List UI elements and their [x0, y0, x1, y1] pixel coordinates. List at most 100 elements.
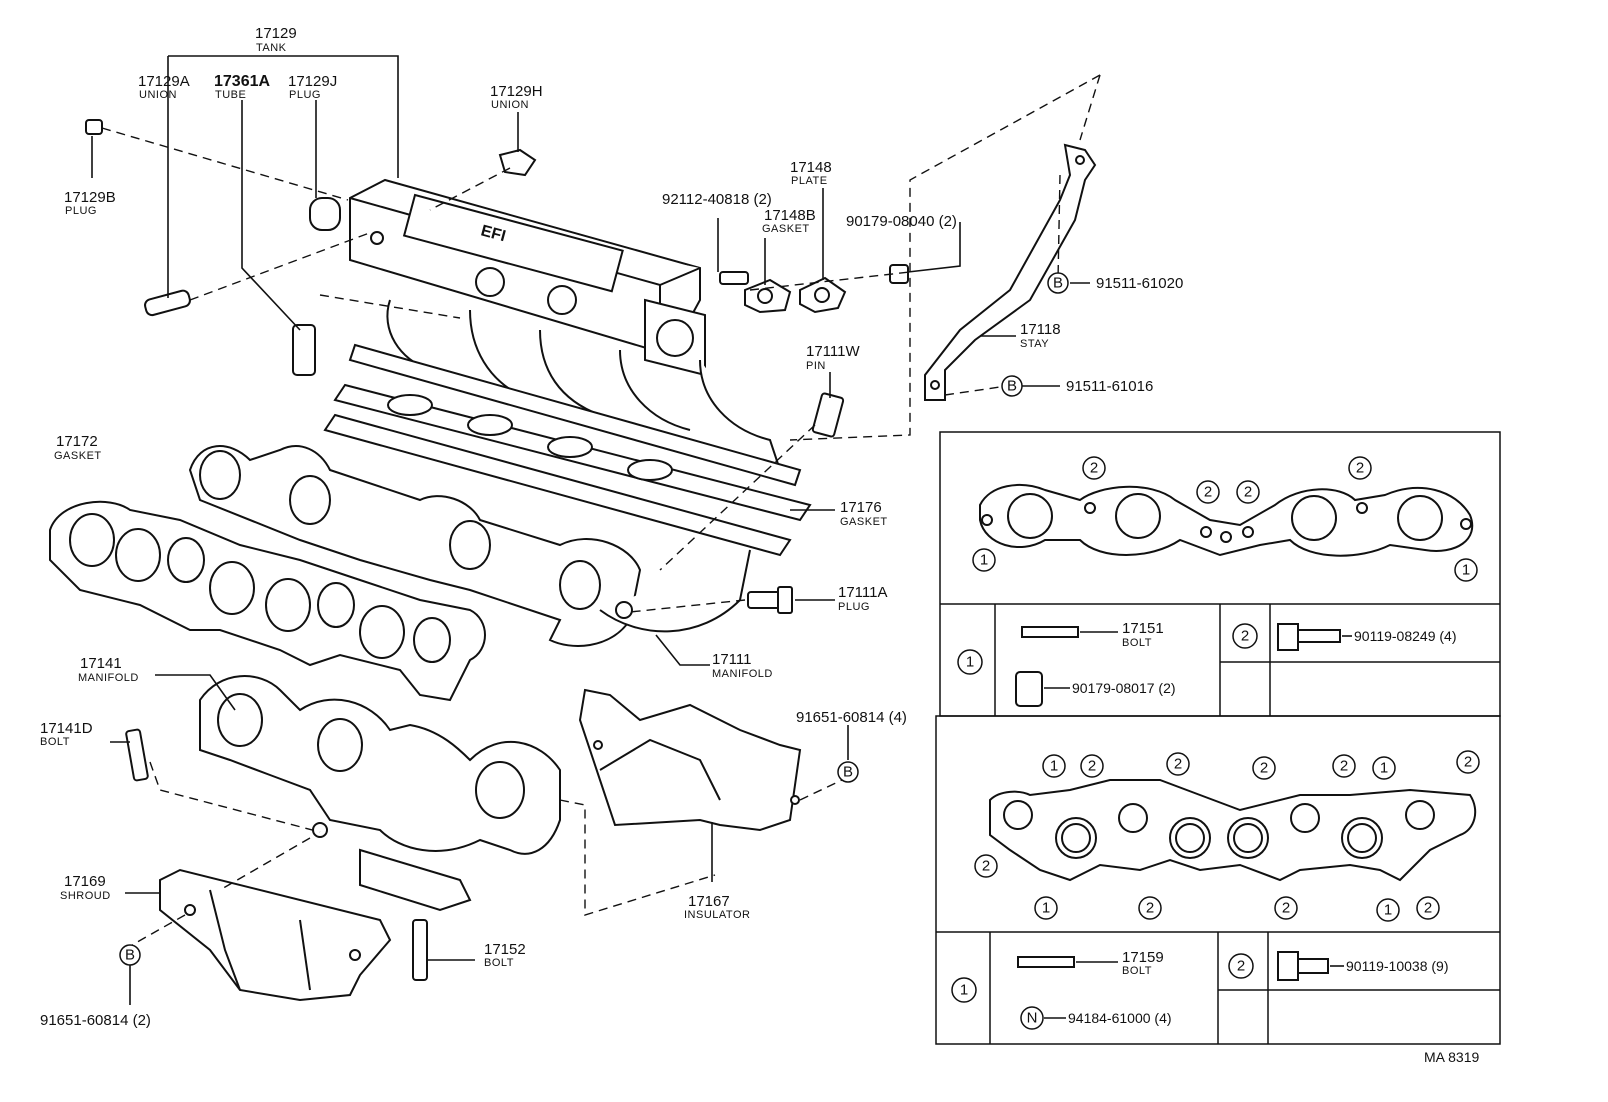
legend-washer-94184-61000: 94184-61000 (4): [1068, 1010, 1172, 1026]
circle-n-marker: [1020, 1006, 1044, 1030]
marker-2: 2: [1088, 758, 1096, 775]
marker-2: 2: [1090, 460, 1098, 477]
marker-1: 1: [1384, 902, 1392, 919]
label-17148b-number: 17148B: [764, 207, 816, 224]
label-17129b-name: PLUG: [65, 205, 97, 217]
label-17111w-name: PIN: [806, 360, 826, 372]
label-91651-60814-4-number: 91651-60814 (4): [796, 709, 907, 726]
efi-logo-text: EFI: [479, 222, 507, 245]
label-17129j-name: PLUG: [289, 89, 321, 101]
label-17141d-number: 17141D: [40, 720, 93, 737]
label-17167-number: 17167: [688, 893, 730, 910]
label-17111a-name: PLUG: [838, 601, 870, 613]
circle-b-marker: [1001, 375, 1023, 397]
label-17141d-name: BOLT: [40, 736, 70, 748]
manifold-17141-drawing: [199, 675, 561, 912]
label-17129a-name: UNION: [139, 89, 177, 101]
label-17129-number: 17129: [255, 25, 297, 42]
marker-2: 2: [1244, 484, 1252, 501]
label-17111-name: MANIFOLD: [712, 668, 773, 680]
circle-b-marker: [1047, 272, 1069, 294]
label-90179-08040-number: 90179-08040 (2): [846, 213, 957, 230]
label-17141-name: MANIFOLD: [78, 672, 139, 684]
label-17361a-number: 17361A: [214, 73, 270, 90]
circle-n-94184: N: [1027, 1010, 1038, 1027]
label-17118-number: 17118: [1020, 321, 1061, 338]
label-17176-name: GASKET: [840, 516, 888, 528]
marker-2: 2: [1174, 756, 1182, 773]
label-17118-name: STAY: [1020, 338, 1049, 350]
legend-bolt-17159-name: BOLT: [1122, 965, 1152, 977]
label-17141-number: 17141: [80, 655, 122, 672]
label-17129-name: TANK: [256, 42, 287, 54]
label-17361a-name: TUBE: [215, 89, 246, 101]
marker-1: 1: [1380, 760, 1388, 777]
legend-bolt-17159-number: 17159: [1122, 949, 1164, 966]
label-17129j-number: 17129J: [288, 73, 337, 90]
insulator-17167-drawing: [578, 688, 802, 832]
label-17152-number: 17152: [484, 941, 526, 958]
marker-2: 2: [1282, 900, 1290, 917]
label-17148-number: 17148: [790, 159, 832, 176]
label-17169-number: 17169: [64, 873, 106, 890]
legend-nut-90179-08017: 90179-08017 (2): [1072, 680, 1176, 696]
label-17148b-name: GASKET: [762, 223, 810, 235]
label-17172-number: 17172: [56, 433, 98, 450]
bolt-17151-icon: [1021, 626, 1079, 638]
label-17167-name: INSULATOR: [684, 909, 750, 921]
label-17111w-number: 17111W: [806, 343, 860, 360]
bolt-90119-10038-icon: [1277, 951, 1299, 981]
label-17129b-number: 17129B: [64, 189, 116, 206]
legend-bolt-90119-10038: 90119-10038 (9): [1346, 958, 1448, 974]
legend-bottom-marker-2: 2: [1237, 958, 1245, 975]
label-17129h-name: UNION: [491, 99, 529, 111]
label-17169-name: SHROUD: [60, 890, 111, 902]
legend-bolt-17151-number: 17151: [1122, 620, 1164, 637]
label-91511-61016-number: 91511-61016: [1066, 378, 1153, 395]
label-91651-60814-2-number: 91651-60814 (2): [40, 1012, 151, 1029]
label-17129h-number: 17129H: [490, 83, 543, 100]
circle-b-91651-60814-2: B: [125, 947, 135, 964]
legend-bolt-17151-name: BOLT: [1122, 637, 1152, 649]
circle-b-91511-61016: B: [1007, 378, 1017, 395]
legend-top: 2 2 2 2 1 1 1 17151 BOLT 90179-08017 (2)…: [939, 431, 1501, 717]
label-91511-61020-number: 91511-61020: [1096, 275, 1183, 292]
marker-2: 2: [1204, 484, 1212, 501]
label-17152-name: BOLT: [484, 957, 514, 969]
drawing-code: MA 8319: [1424, 1049, 1479, 1065]
shroud-17169-drawing: [159, 868, 392, 1002]
marker-2: 2: [1340, 758, 1348, 775]
gasket-17172-drawing: [49, 500, 486, 702]
circle-b-91651-60814-4: B: [843, 764, 853, 781]
label-17111-number: 17111: [712, 651, 752, 668]
label-17172-name: GASKET: [54, 450, 102, 462]
intake-tank-drawing: EFI: [348, 178, 802, 487]
marker-2: 2: [982, 858, 990, 875]
label-17176-number: 17176: [840, 499, 882, 516]
nut-90179-icon: [1015, 671, 1043, 707]
leader-lines: [91, 55, 1101, 1005]
circle-b-marker: [119, 944, 141, 966]
legend-bottom-marker-1: 1: [960, 982, 968, 999]
bolt-90119-08249-icon: [1277, 623, 1299, 651]
marker-2: 2: [1356, 460, 1364, 477]
legend-top-marker-2: 2: [1241, 628, 1249, 645]
marker-2: 2: [1424, 900, 1432, 917]
label-17148-name: PLATE: [791, 175, 828, 187]
legend-bottom: 1 2 2 2 2 1 2 2 1 2 2 1 2 1 17159 BOLT N…: [935, 715, 1501, 1045]
marker-1: 1: [1042, 900, 1050, 917]
bolt-17159-icon: [1017, 956, 1075, 968]
marker-2: 2: [1260, 760, 1268, 777]
gasket-17176-drawing: [323, 383, 812, 557]
marker-1: 1: [1050, 758, 1058, 775]
marker-1: 1: [980, 552, 988, 569]
circle-b-marker: [837, 761, 859, 783]
label-17129a-number: 17129A: [138, 73, 190, 90]
marker-2: 2: [1464, 754, 1472, 771]
marker-1: 1: [1462, 562, 1470, 579]
label-17111a-number: 17111A: [838, 584, 888, 601]
marker-2: 2: [1146, 900, 1154, 917]
circle-b-91511-61020: B: [1053, 275, 1063, 292]
legend-bolt-90119-08249: 90119-08249 (4): [1354, 628, 1456, 644]
